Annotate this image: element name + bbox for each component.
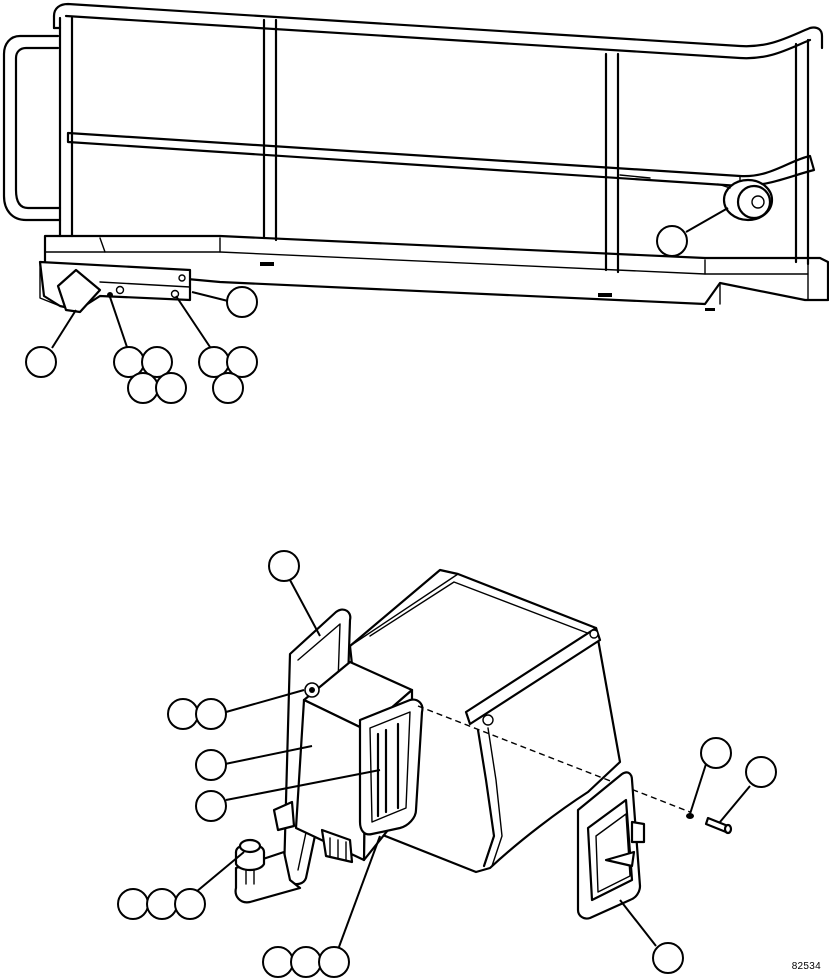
mid-handrail: [66, 131, 816, 188]
callout-upper-bracket[interactable]: [226, 286, 258, 318]
callout-lower-lens[interactable]: [195, 790, 227, 822]
lens-frame: [358, 698, 424, 836]
callout-upper-light[interactable]: [656, 225, 688, 257]
lower-callouts: [117, 550, 777, 978]
callout-lower-bezel-3[interactable]: [318, 946, 350, 978]
callout-upper-group-a4[interactable]: [155, 372, 187, 404]
side-handrail: [2, 34, 62, 222]
base-bolt: [234, 838, 266, 885]
callout-lower-nut-2[interactable]: [195, 698, 227, 730]
callout-lower-bolt-2[interactable]: [146, 888, 178, 920]
callout-upper-group-b2[interactable]: [226, 346, 258, 378]
upper-leaders: [51, 207, 729, 354]
lower-leaders: [195, 579, 751, 956]
beacon-light: [717, 178, 774, 222]
callout-lower-plate[interactable]: [268, 550, 300, 582]
callout-lower-box[interactable]: [195, 749, 227, 781]
callout-lower-nut-1[interactable]: [167, 698, 199, 730]
handrail-posts: [58, 16, 810, 274]
lamp-bezel: [576, 771, 646, 920]
assembly-axis: [417, 705, 691, 813]
callout-lower-screw[interactable]: [745, 756, 777, 788]
callout-upper-group-b3[interactable]: [212, 372, 244, 404]
light-box-assembly: [117, 550, 777, 978]
callout-lower-bezel-2[interactable]: [290, 946, 322, 978]
mounting-bracket: [38, 260, 192, 314]
callout-lower-bolt-1[interactable]: [117, 888, 149, 920]
drawing-number: 82534: [791, 961, 821, 972]
callout-lower-washer[interactable]: [700, 737, 732, 769]
callout-lower-bezel-1[interactable]: [262, 946, 294, 978]
callout-lower-bolt-3[interactable]: [174, 888, 206, 920]
callout-upper-left-1[interactable]: [25, 346, 57, 378]
callout-upper-group-a3[interactable]: [127, 372, 159, 404]
upper-callouts: [25, 225, 688, 404]
callout-lower-lamp[interactable]: [652, 942, 684, 974]
platform-handrail-assembly: [2, 2, 829, 404]
top-handrail: [52, 2, 824, 60]
callout-upper-group-a2[interactable]: [141, 346, 173, 378]
washer-and-screw: [686, 813, 733, 835]
